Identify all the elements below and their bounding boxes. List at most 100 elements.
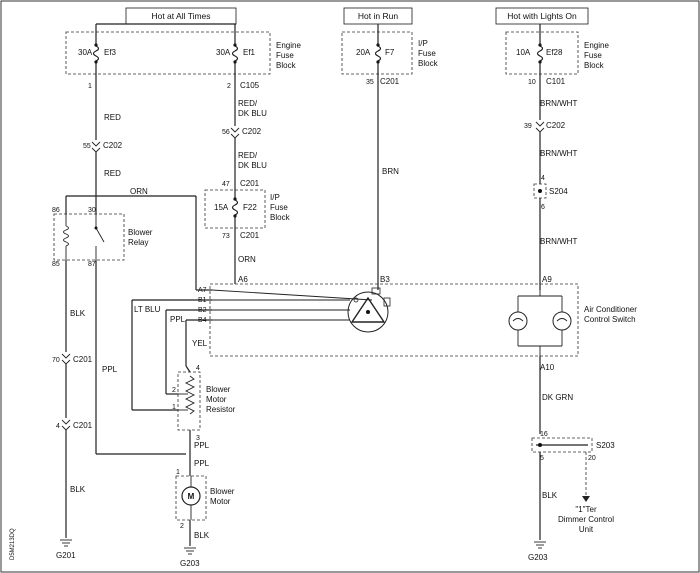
pin-20: 20 (588, 455, 596, 462)
resistor-label-1: Blower (206, 385, 231, 394)
pin-1-ef3: 1 (88, 83, 92, 90)
pin-b1: B1 (198, 297, 207, 304)
connector-c202-mid: C202 (242, 127, 262, 136)
fuse-f7-name: F7 (385, 48, 395, 57)
fuse-ef1: 30A Ef1 (216, 43, 256, 64)
dimmer-label-1: "1"Ter (575, 505, 597, 514)
fuse-ef28-rating: 10A (516, 48, 531, 57)
resistor-pin-1: 1 (172, 404, 176, 411)
ac-switch-lamps-icon (508, 290, 572, 356)
pin-70: 70 (52, 357, 60, 364)
pin-4-s204: 4 (541, 175, 545, 182)
fuse-f22: 15A F22 (214, 197, 257, 218)
pin-b2: B2 (198, 307, 207, 314)
fuse-ef3-name: Ef3 (104, 48, 117, 57)
ip-fuse-block-label-2: Fuse (418, 49, 436, 58)
ground-g203-right-icon (534, 541, 546, 549)
ip-fuse-block-2-label-1: I/P (270, 193, 280, 202)
pin-55: 55 (83, 143, 91, 150)
diagram-side-code: D5M213DQ (10, 528, 16, 560)
ip-fuse-block-label-1: I/P (418, 39, 428, 48)
ground-g201: G201 (56, 551, 76, 560)
wire-dk-grn: DK GRN (542, 393, 573, 402)
fuse-ef28: 10A Ef28 (516, 43, 563, 64)
wire-lt-blu: LT BLU (134, 305, 161, 314)
fuse-ef28-name: Ef28 (546, 48, 563, 57)
wire-blk-4: BLK (542, 491, 558, 500)
pin-6-s204: 6 (541, 204, 545, 211)
wire-ppl-1: PPL (102, 365, 118, 374)
ac-control-switch-label-1: Air Conditioner (584, 305, 637, 314)
fuse-ef3: 30A Ef3 (78, 43, 117, 64)
pin-56: 56 (222, 129, 230, 136)
pin-73: 73 (222, 233, 230, 240)
wire-brn-wht-3: BRN/WHT (540, 237, 577, 246)
connector-c201-4: C201 (73, 421, 93, 430)
pin-85: 85 (52, 261, 60, 268)
wire-ppl-4: PPL (194, 459, 210, 468)
connector-c101: C101 (546, 77, 566, 86)
blower-relay-outline (53, 213, 125, 261)
connector-c202-right: C202 (546, 121, 566, 130)
engine-fuse-block-outline (65, 31, 271, 75)
engine-fuse-block-2-label-3: Block (584, 61, 605, 70)
pin-86: 86 (52, 207, 60, 214)
wire-red-dkblu-1a: RED/ (238, 99, 258, 108)
splice-s204: S204 (549, 187, 568, 196)
pin-a10: A10 (540, 363, 555, 372)
resistor-label-3: Resistor (206, 405, 236, 414)
wire-orn-1: ORN (130, 187, 148, 196)
splice-s203: S203 (596, 441, 615, 450)
wire-yel: YEL (192, 339, 208, 348)
pin-10: 10 (528, 79, 536, 86)
wire-brn-wht-1: BRN/WHT (540, 99, 577, 108)
motor-pin-1: 1 (176, 469, 180, 476)
motor-label-2: Motor (210, 497, 231, 506)
pin-a6: A6 (238, 275, 248, 284)
pin-87: 87 (88, 261, 96, 268)
pin-a7: A7 (198, 287, 207, 294)
ip-fuse-block-2-label-3: Block (270, 213, 291, 222)
connector-c202-left: C202 (103, 141, 123, 150)
wire-blk-1: BLK (70, 309, 86, 318)
wire-red-2: RED (104, 169, 121, 178)
connector-c105: C105 (240, 81, 260, 90)
pin-39: 39 (524, 123, 532, 130)
fuse-f22-name: F22 (243, 203, 257, 212)
engine-fuse-block-2-outline (505, 31, 579, 75)
fuse-f7-rating: 20A (356, 48, 371, 57)
ip-fuse-block-label-3: Block (418, 59, 439, 68)
wire-brn: BRN (382, 167, 399, 176)
resistor-icon (178, 375, 196, 415)
pin-47: 47 (222, 181, 230, 188)
engine-fuse-block-label-2: Fuse (276, 51, 294, 60)
header-hot-at-all-times-label: Hot at All Times (151, 11, 210, 21)
dimmer-label-3: Unit (579, 525, 594, 534)
connector-c201-f22-top: C201 (240, 179, 260, 188)
connector-c201-70: C201 (73, 355, 93, 364)
wire-ppl-2: PPL (170, 315, 186, 324)
motor-icon: M (181, 476, 201, 520)
wire-red-dkblu-2a: RED/ (238, 151, 258, 160)
wire-red-1: RED (104, 113, 121, 122)
pin-35: 35 (366, 79, 374, 86)
header-hot-at-all-times: Hot at All Times (125, 7, 237, 25)
resistor-pin-2: 2 (172, 387, 176, 394)
motor-label-1: Blower (210, 487, 235, 496)
wire-blk-3: BLK (194, 531, 210, 540)
ac-control-switch-label-2: Control Switch (584, 315, 636, 324)
wire-orn-2: ORN (238, 255, 256, 264)
ground-g203-right: G203 (528, 553, 548, 562)
blower-motor-resistor-outline (177, 371, 201, 431)
header-hot-in-run-label: Hot in Run (358, 11, 398, 21)
engine-fuse-block-2-label-2: Fuse (584, 51, 602, 60)
relay-coil-icon (63, 214, 69, 260)
header-hot-in-run: Hot in Run (343, 7, 413, 25)
engine-fuse-block-label-3: Block (276, 61, 297, 70)
pin-b4: B4 (198, 317, 207, 324)
dimmer-label-2: Dimmer Control (558, 515, 614, 524)
header-hot-with-lights-on-label: Hot with Lights On (507, 11, 577, 21)
resistor-pin-4: 4 (196, 365, 200, 372)
blower-relay-label-2: Relay (128, 238, 148, 247)
ground-g201-icon (60, 539, 72, 547)
